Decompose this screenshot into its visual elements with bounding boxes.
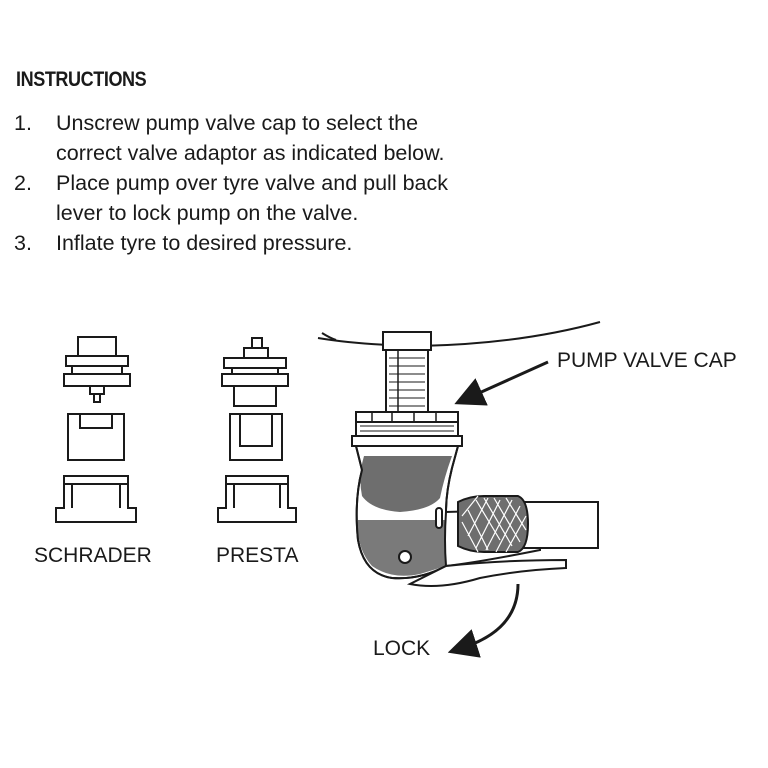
step-number: 3. (14, 231, 32, 255)
schrader-adaptor-illustration (55, 336, 137, 523)
pump-body-hole (398, 550, 412, 564)
presta-valve-insert (229, 413, 283, 461)
pump-valve-cap-arrow (454, 360, 549, 406)
pump-body-shade (357, 520, 446, 576)
lock-label: LOCK (373, 637, 431, 660)
schrader-valve-base (55, 475, 137, 523)
presta-valve-base (217, 475, 297, 523)
instruction-step-2: 2. Place pump over tyre valve and pull b… (14, 168, 484, 228)
step-number: 1. (14, 111, 32, 135)
schrader-valve-insert (67, 413, 125, 461)
tyre-valve-stem (382, 331, 432, 413)
tyre-outline (317, 321, 601, 348)
pump-valve-cap-label: PUMP VALVE CAP (557, 349, 737, 372)
schrader-valve-head (63, 336, 131, 403)
pump-valve-cap-illustration (351, 411, 463, 447)
step-text: Unscrew pump valve cap to select the cor… (56, 111, 445, 165)
tyre-inner-curve (321, 332, 337, 341)
lock-arrow (447, 583, 520, 658)
step-number: 2. (14, 171, 32, 195)
step-text: Inflate tyre to desired pressure. (56, 231, 353, 255)
schrader-label: SCHRADER (34, 544, 152, 567)
pump-body-slot (435, 507, 443, 529)
presta-adaptor-illustration (217, 337, 297, 523)
instruction-step-3: 3. Inflate tyre to desired pressure. (14, 228, 484, 258)
pump-knurled-collar (457, 495, 530, 553)
pump-collar-shade (360, 456, 452, 512)
presta-valve-head (221, 337, 289, 407)
instruction-steps: 1. Unscrew pump valve cap to select the … (14, 108, 484, 258)
pump-head-illustration (351, 331, 599, 587)
step-text: Place pump over tyre valve and pull back… (56, 171, 448, 225)
instructions-heading: INSTRUCTIONS (16, 68, 147, 91)
pump-barrel (519, 501, 599, 549)
presta-label: PRESTA (216, 544, 299, 567)
instruction-step-1: 1. Unscrew pump valve cap to select the … (14, 108, 484, 168)
lock-lever (406, 558, 567, 587)
